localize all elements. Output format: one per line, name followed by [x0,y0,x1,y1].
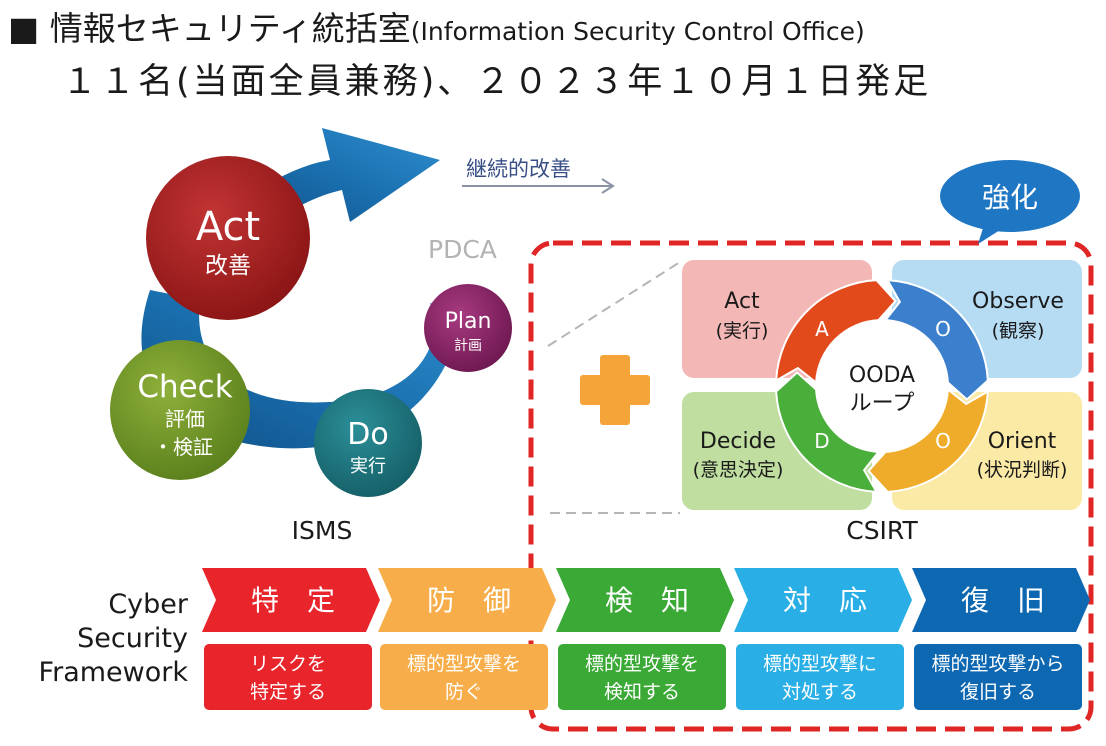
do-sub: 実行 [350,456,386,477]
ooda-ring-orient [867,387,989,493]
ooda-ring-observe [883,279,989,401]
ooda-orient-sub: (状況判断) [977,459,1068,481]
csf-step-recover [912,568,1090,632]
csf-desc-line2: 対処する [782,681,858,703]
continuous-improvement-label: 継続的改善 [466,157,571,181]
plan-title: Plan [445,309,492,334]
isms-caption: ISMS [292,516,353,545]
ooda-decide-sub: (意思決定) [693,459,784,481]
ooda-act-sub: (実行) [716,320,769,342]
pdca-do-circle: Do 実行 [314,389,422,497]
ooda-letter-o2: O [935,429,951,453]
csf-desc-box-detect [558,644,726,710]
ooda-letter-a: A [815,317,829,341]
ooda-letter-d: D [814,429,829,453]
enhance-callout: 強化 [940,160,1080,244]
page-subtitle: １１名(当面全員兼務)、２０２３年１０月１日発足 [62,62,932,102]
pdca-act-circle: Act 改善 [146,156,310,320]
title-text: 情報セキュリティ統括室 [49,9,411,48]
ooda-center-line2: ループ [850,391,915,416]
act-sub: 改善 [205,253,251,279]
pdca-plan-circle: Plan 計画 [424,284,512,372]
ooda-letter-o1: O [935,317,951,341]
csf-step-respond [734,568,912,632]
act-title: Act [196,204,260,250]
csf-desc-box-respond [736,644,904,710]
title-bullet: ■ [8,9,40,48]
ooda-ring [775,279,989,493]
csf-step-name: 復 旧 [961,584,1045,617]
csf-label: Cyber Security Framework [14,588,188,690]
ooda-decide-title: Decide [700,429,776,454]
csf-desc-line1: リスクを [250,653,326,675]
csf-desc-line2: 検知する [604,681,680,703]
csf-desc-line2: 特定する [250,681,326,703]
title-english: (Information Security Control Office) [410,17,865,46]
csf-desc-box-recover [914,644,1082,710]
csf-desc-line1: 標的型攻撃から [931,653,1064,675]
csf-desc-line1: 標的型攻撃に [763,653,877,675]
ooda-act-title: Act [724,289,760,314]
ooda-orient-title: Orient [988,429,1057,454]
plan-sub: 計画 [454,338,482,354]
pdca-label: PDCA [428,235,497,264]
csf-step-name: 対 応 [783,584,867,617]
check-sub2: ・検証 [153,435,213,459]
csf-desc-line1: 標的型攻撃を [585,653,699,675]
ooda-center [816,320,948,452]
csf-step-name: 特 定 [251,584,335,617]
ooda-observe-sub: (観察) [992,320,1045,342]
csf-desc-box-identify [204,644,372,710]
callout-text: 強化 [982,181,1038,214]
csf-step-protect [378,568,556,632]
ooda-ring-act [775,279,897,385]
csf-desc-line2: 復旧する [960,681,1036,703]
zoom-line-top [547,261,681,347]
ooda-center-line1: OODA [849,363,915,388]
do-title: Do [347,417,388,452]
pdca-check-circle: Check 評価 ・検証 [110,340,250,480]
page-title: ■ 情報セキュリティ統括室(Information Security Contr… [8,8,865,53]
csf-desc-line1: 標的型攻撃を [407,653,521,675]
plus-icon [580,355,650,425]
check-sub1: 評価 [165,407,205,431]
csf-desc-box-protect [380,644,548,710]
csf-step-detect [556,568,734,632]
csf-label-line3: Framework [38,657,188,688]
check-title: Check [137,369,232,405]
csf-step-name: 検 知 [605,584,689,617]
csirt-caption: CSIRT [846,516,918,545]
csirt-dashed-frame [528,240,1094,732]
csf-label-line2: Security [77,623,188,654]
ooda-ring-decide [775,371,881,493]
csf-step-identify [202,568,380,632]
csf-step-name: 防 御 [427,584,511,617]
csf-label-line1: Cyber [108,589,188,620]
ooda-observe-title: Observe [972,289,1064,314]
csf-desc-line2: 防ぐ [445,681,483,703]
